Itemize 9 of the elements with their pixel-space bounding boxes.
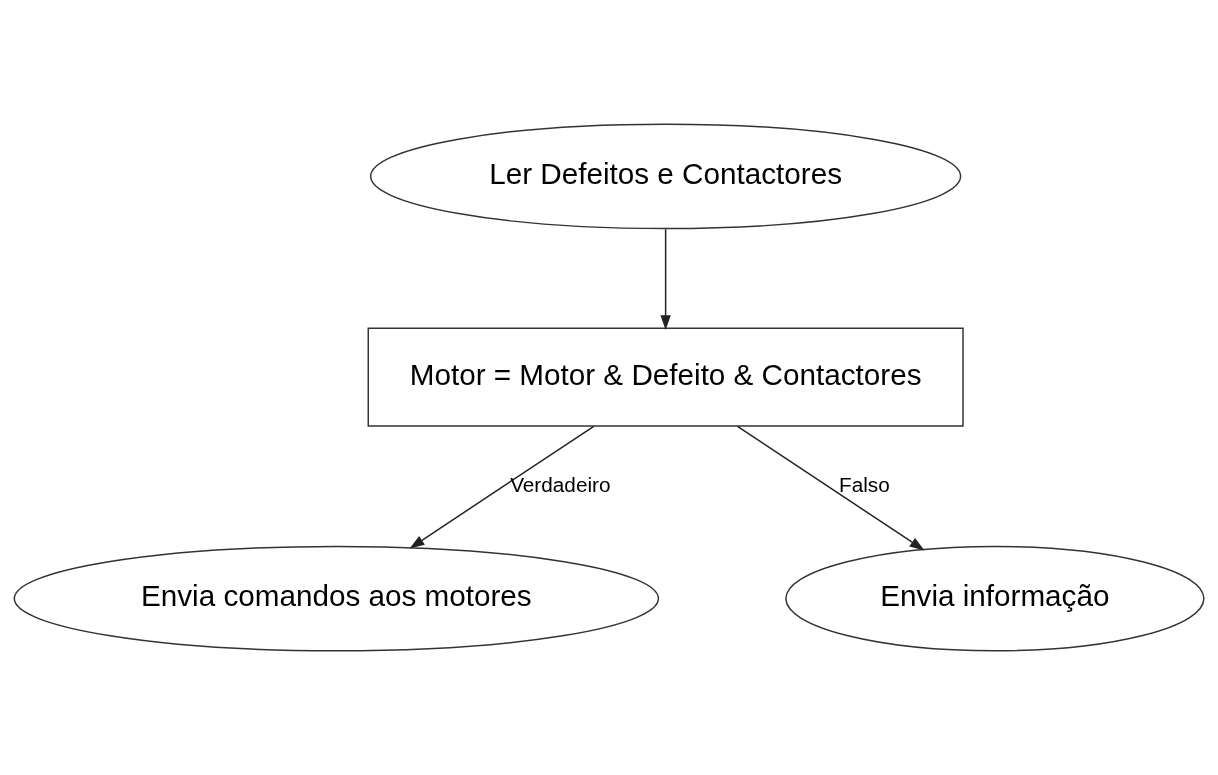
edge-label: Falso	[838, 472, 890, 496]
arrow	[736, 425, 925, 551]
arrow	[409, 425, 595, 549]
node-ellipse: Ler Defeitos e Contactores	[369, 123, 962, 230]
node-ellipse: Envia informação	[785, 545, 1205, 652]
node-ellipse: Envia comandos aos motores	[13, 545, 660, 652]
edge-label: Verdadeiro	[510, 472, 611, 496]
arrow	[660, 228, 671, 331]
node-box: Motor = Motor & Defeito & Contactores	[367, 327, 964, 427]
